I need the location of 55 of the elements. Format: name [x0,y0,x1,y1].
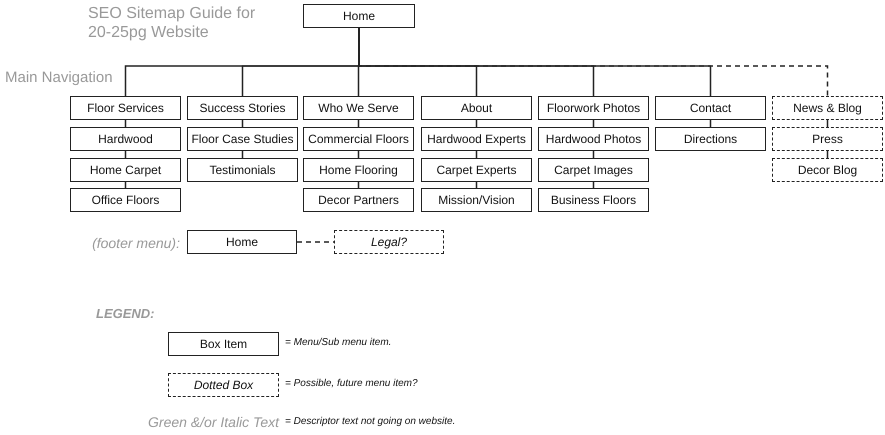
connector-line [297,241,334,243]
dashed-menu-box: Dotted Box [168,373,279,397]
connector-line [592,120,594,127]
connector-line [242,120,244,127]
connector-line [476,151,478,158]
menu-box: Home [187,230,297,254]
connector-line [358,182,360,188]
menu-box: Commercial Floors [303,127,414,151]
menu-box: Mission/Vision [421,188,532,212]
menu-box: Home [303,4,415,28]
menu-box: Home Carpet [70,158,181,182]
connector-line [124,151,126,158]
section-label: (footer menu): [91,235,180,251]
connector-line [592,182,594,188]
connector-line [476,120,478,127]
menu-box: Directions [655,127,766,151]
connector-line [826,151,828,158]
menu-box: Floor Services [70,96,181,120]
connector-line [592,151,594,158]
menu-box: About [421,96,532,120]
menu-box: Box Item [168,332,279,356]
legend-text: = Menu/Sub menu item. [285,337,392,348]
legend-sample-text: Green &/or Italic Text [147,414,279,430]
legend-text: = Possible, future menu item? [285,378,418,389]
menu-box: Business Floors [538,188,649,212]
connector-line [242,151,244,158]
legend-text: = Descriptor text not going on website. [285,416,456,427]
connector-line [476,182,478,188]
connector-line [358,120,360,127]
dashed-menu-box: Press [772,127,883,151]
menu-box: Testimonials [187,158,298,182]
dashed-menu-box: News & Blog [772,96,883,120]
connector-line [124,120,126,127]
menu-box: Hardwood [70,127,181,151]
connector-line [826,120,828,127]
menu-box: Hardwood Experts [421,127,532,151]
dashed-menu-box: Decor Blog [772,158,883,182]
menu-box: Who We Serve [303,96,414,120]
menu-box: Office Floors [70,188,181,212]
section-label: Main Navigation [5,69,113,86]
menu-box: Decor Partners [303,188,414,212]
connector-line [710,120,712,127]
menu-box: Carpet Experts [421,158,532,182]
menu-box: Floor Case Studies [187,127,298,151]
dashed-menu-box: Legal? [334,230,444,254]
menu-box: Floorwork Photos [538,96,649,120]
menu-box: Home Flooring [303,158,414,182]
menu-box: Success Stories [187,96,298,120]
menu-box: Carpet Images [538,158,649,182]
connector-line [124,182,126,188]
legend-heading: LEGEND: [96,306,154,321]
menu-box: Hardwood Photos [538,127,649,151]
connector-line [358,151,360,158]
title: SEO Sitemap Guide for 20-25pg Website [88,4,256,42]
menu-box: Contact [655,96,766,120]
